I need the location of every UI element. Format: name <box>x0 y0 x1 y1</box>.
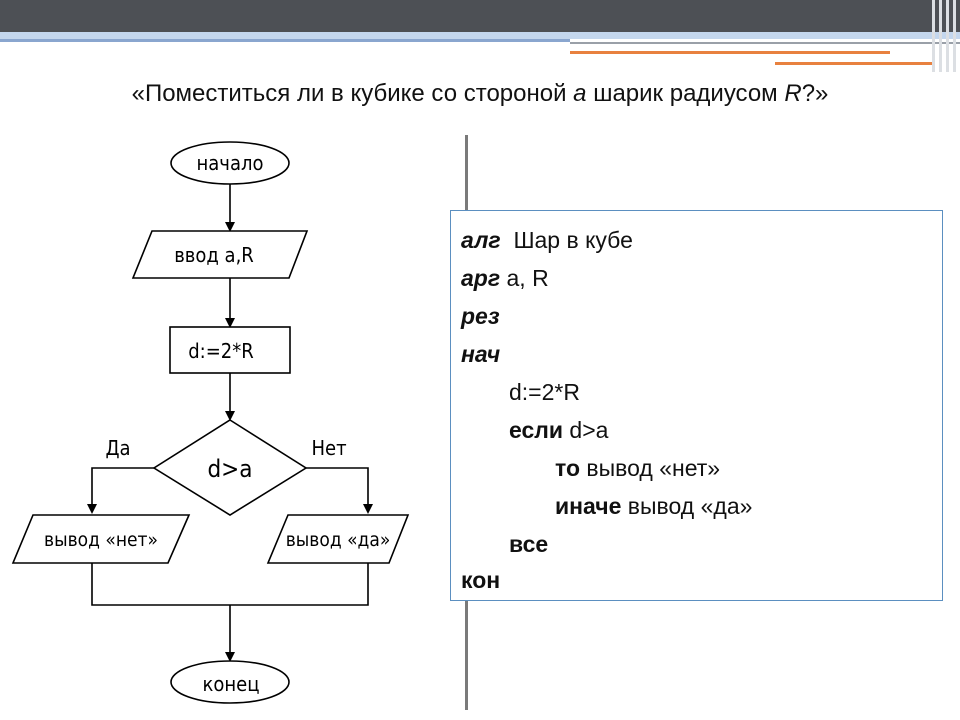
top-header-bar <box>0 0 960 32</box>
if-line: если d>a <box>509 417 609 443</box>
start-label: начало <box>197 151 264 175</box>
yes-branch-line <box>87 467 154 514</box>
input-label: ввод a,R <box>174 243 254 267</box>
header-orange-line <box>570 51 890 54</box>
endif-line: все <box>509 531 549 557</box>
assign-block <box>169 326 291 374</box>
algorithm-box: алг Шар в кубе арг a, R рез нач d:=2*R е… <box>450 210 943 601</box>
end-terminal <box>170 660 290 704</box>
flowchart: начало ввод a,R d:=2*R d>a Да Нет вывод … <box>11 141 410 704</box>
slide-title: «Поместиться ли в кубике со стороной a ш… <box>131 80 829 107</box>
arg-line: арг a, R <box>461 265 549 291</box>
merge-line <box>91 563 369 606</box>
res-line: рез <box>461 303 500 329</box>
alg-line: алг Шар в кубе <box>461 227 633 253</box>
then-line: то вывод «нет» <box>555 455 721 481</box>
header-accent-line <box>0 39 570 42</box>
condition-label: d>a <box>207 455 252 483</box>
assign-label: d:=2*R <box>188 339 254 363</box>
yes-label: Да <box>105 436 130 460</box>
header-accent-bar <box>0 32 960 39</box>
end-line: кон <box>461 567 501 593</box>
output-no-block <box>266 514 410 564</box>
output-no-label: вывод «да» <box>286 529 391 551</box>
header-gray-line <box>570 42 960 44</box>
output-yes-label: вывод «нет» <box>44 529 158 551</box>
output-yes-block <box>11 514 191 564</box>
else-line: иначе вывод «да» <box>555 493 753 519</box>
no-branch-line <box>306 467 373 514</box>
condition-block <box>152 419 308 516</box>
assign-line: d:=2*R <box>509 379 580 405</box>
corner-stripes <box>928 0 960 72</box>
end-label: конец <box>203 672 260 696</box>
no-label: Нет <box>311 436 346 460</box>
begin-line: нач <box>461 341 501 367</box>
input-block <box>131 230 309 279</box>
header-orange-line-short <box>775 62 935 65</box>
